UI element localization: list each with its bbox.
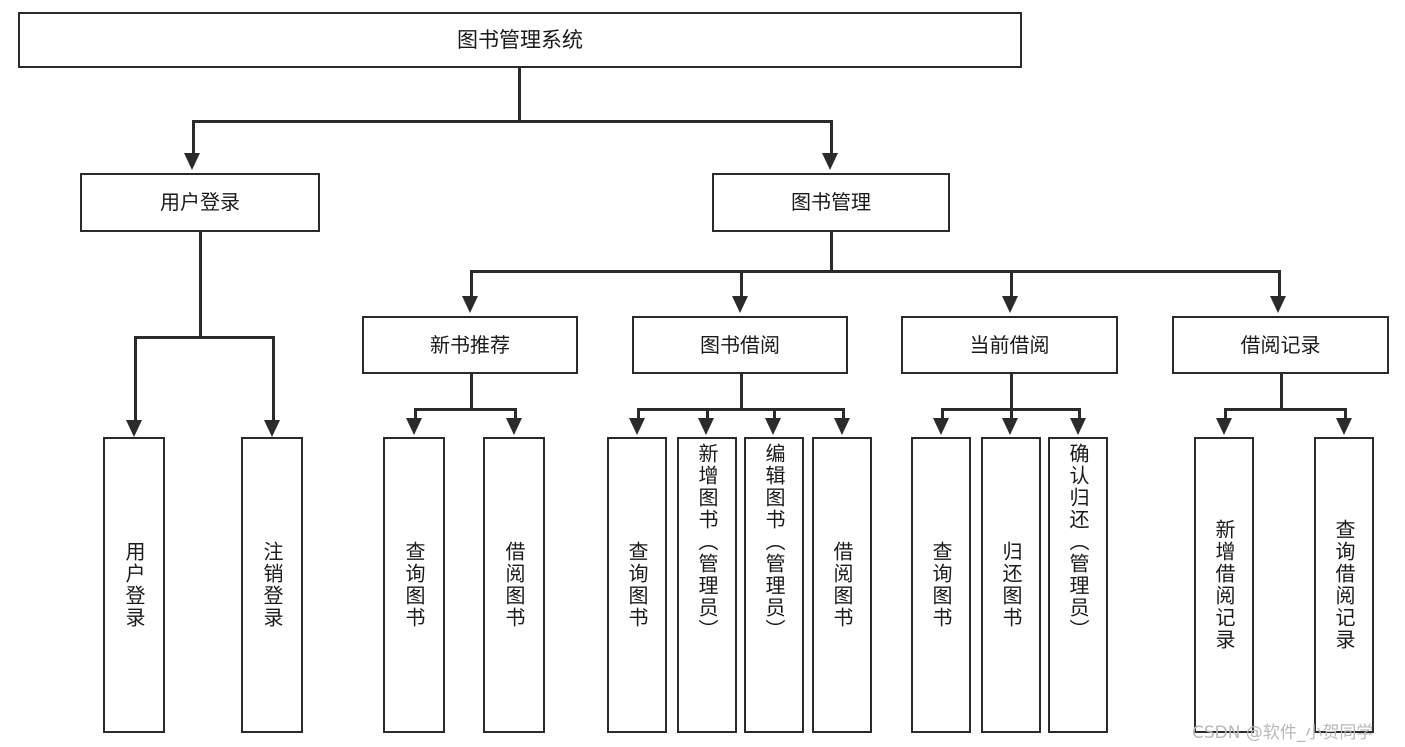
connector-bm-drop-book-borrow [740,270,743,296]
node-borrow-record[interactable]: 借阅记录 [1172,316,1389,374]
node-current-borrow[interactable]: 当前借阅 [901,316,1118,374]
connector-br-stem [1280,374,1283,408]
node-label: 新书推荐 [430,332,510,357]
leaf-label: 新增图书（管理员） [695,443,719,641]
arrowhead-book-borrow [732,296,748,313]
connector-user-login-stem [199,232,202,336]
connector-bb-drop-1 [637,408,640,418]
connector-nbr-drop-1 [414,408,417,418]
arrowhead-leaf-query-record [1336,418,1352,435]
node-root-system[interactable]: 图书管理系统 [18,12,1022,68]
arrowhead-leaf-query-book-3 [933,418,949,435]
node-label: 借阅记录 [1240,332,1321,357]
connector-cb-drop-1 [941,408,944,418]
arrowhead-leaf-query-book-1 [406,418,422,435]
node-label: 图书借阅 [700,332,780,357]
connector-cb-drop-2 [1010,408,1013,418]
leaf-label: 查询借阅记录 [1332,519,1356,651]
leaf-query-book-new-rec[interactable]: 查询图书 [383,437,445,733]
leaf-label: 编辑图书（管理员） [762,443,786,641]
arrowhead-leaf-borrow-book-1 [506,418,522,435]
arrowhead-user-login [184,153,200,170]
node-label: 图书管理系统 [457,27,583,52]
connector-book-manage-bus [470,270,1278,273]
leaf-label: 用户登录 [122,541,146,629]
connector-root-stem [518,68,521,120]
leaf-confirm-return-admin[interactable]: 确认归还（管理员） [1048,437,1108,733]
leaf-return-book[interactable]: 归还图书 [981,437,1041,733]
connector-cb-bus [941,408,1078,411]
arrowhead-current-borrow [1002,296,1018,313]
leaf-query-book-current[interactable]: 查询图书 [911,437,971,733]
node-label: 图书管理 [791,190,871,214]
node-label: 用户登录 [160,190,240,214]
arrowhead-book-manage [822,153,838,170]
leaf-label: 查询图书 [929,541,953,629]
connector-cb-stem [1010,374,1013,408]
connector-book-manage-stem [830,232,833,270]
arrowhead-leaf-return-book [1002,418,1018,435]
leaf-query-borrow-record[interactable]: 查询借阅记录 [1314,437,1374,733]
leaf-label: 查询图书 [402,541,426,629]
leaf-label: 借阅图书 [502,541,526,629]
leaf-label: 注销登录 [260,541,284,629]
leaf-borrow-book-new-rec[interactable]: 借阅图书 [483,437,545,733]
leaf-add-book-admin[interactable]: 新增图书（管理员） [677,437,737,733]
node-book-borrow[interactable]: 图书借阅 [632,316,848,374]
connector-bb-drop-4 [842,408,845,418]
arrowhead-leaf-add-record [1216,418,1232,435]
node-user-login[interactable]: 用户登录 [80,173,320,232]
connector-br-drop-1 [1224,408,1227,418]
arrowhead-new-book-rec [462,296,478,313]
connector-user-login-bus [134,336,272,339]
arrowhead-leaf-user-logout [264,420,280,437]
leaf-user-login[interactable]: 用户登录 [103,437,165,733]
leaf-user-logout[interactable]: 注销登录 [241,437,303,733]
leaf-label: 借阅图书 [830,541,854,629]
connector-bb-drop-2 [706,408,709,418]
leaf-edit-book-admin[interactable]: 编辑图书（管理员） [744,437,804,733]
connector-bb-drop-3 [773,408,776,418]
connector-root-to-user-login [192,120,195,153]
connector-br-drop-2 [1344,408,1347,418]
leaf-label: 查询图书 [625,541,649,629]
connector-nbr-drop-2 [514,408,517,418]
connector-bm-drop-new-book [470,270,473,296]
connector-bm-drop-current-borrow [1010,270,1013,296]
arrowhead-leaf-add-book [698,418,714,435]
node-book-manage[interactable]: 图书管理 [712,173,950,232]
arrowhead-leaf-edit-book [765,418,781,435]
node-new-book-recommend[interactable]: 新书推荐 [362,316,578,374]
arrowhead-leaf-confirm-return [1070,418,1086,435]
leaf-add-borrow-record[interactable]: 新增借阅记录 [1194,437,1254,733]
connector-root-bus [192,120,830,123]
connector-root-to-book-manage [830,120,833,153]
connector-bm-drop-borrow-record [1278,270,1281,296]
arrowhead-borrow-record [1270,296,1286,313]
arrowhead-leaf-borrow-book-2 [834,418,850,435]
leaf-label: 归还图书 [999,541,1023,629]
leaf-label: 确认归还（管理员） [1066,443,1090,641]
connector-nbr-bus [414,408,514,411]
node-label: 当前借阅 [969,332,1050,357]
connector-br-bus [1224,408,1344,411]
connector-user-login-drop-1 [134,336,137,420]
arrowhead-leaf-user-login [126,420,142,437]
leaf-borrow-book-borrow[interactable]: 借阅图书 [812,437,872,733]
connector-user-login-drop-2 [272,336,275,420]
connector-cb-drop-3 [1078,408,1081,418]
connector-bb-bus [637,408,842,411]
csdn-watermark: CSDN @软件_小贺同学 [1192,723,1374,743]
connector-bb-stem [740,374,743,408]
leaf-label: 新增借阅记录 [1212,519,1236,651]
connector-nbr-stem [470,374,473,408]
leaf-query-book-borrow[interactable]: 查询图书 [607,437,667,733]
arrowhead-leaf-query-book-2 [629,418,645,435]
